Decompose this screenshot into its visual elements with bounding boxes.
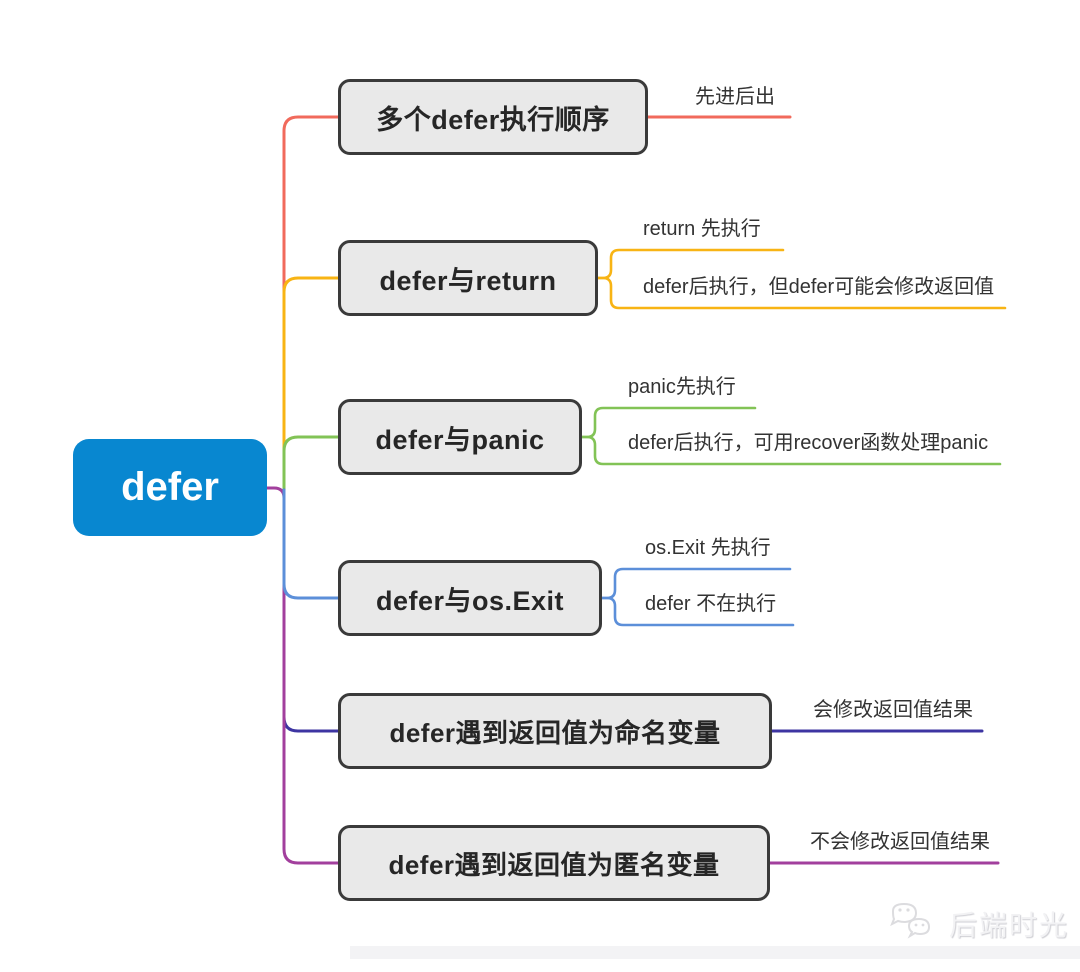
topic-defer-return[interactable]: defer与return bbox=[338, 240, 598, 316]
leaf-defer-after-may-modify-return[interactable]: defer后执行，但defer可能会修改返回值 bbox=[643, 276, 995, 298]
leaf-return-executes-first[interactable]: return 先执行 bbox=[643, 218, 761, 240]
leaf-osexit-executes-first[interactable]: os.Exit 先执行 bbox=[645, 537, 771, 559]
branch-line-defer-return bbox=[282, 276, 344, 492]
topic-defer-panic[interactable]: defer与panic bbox=[338, 399, 582, 475]
fork-return-defer-after bbox=[596, 276, 1007, 310]
topic-defer-order[interactable]: 多个defer执行顺序 bbox=[338, 79, 648, 155]
watermark-label: 后端时光 bbox=[949, 910, 1070, 941]
leaf-defer-after-recover-handles-panic[interactable]: defer后执行，可用recover函数处理panic bbox=[628, 432, 989, 454]
leaf-defer-not-executed[interactable]: defer 不在执行 bbox=[645, 593, 777, 615]
leaf-modifies-return-result[interactable]: 会修改返回值结果 bbox=[813, 699, 973, 721]
fork-osexit-defer-skip bbox=[600, 596, 795, 627]
leaf-first-in-last-out[interactable]: 先进后出 bbox=[695, 86, 775, 108]
leaf-panic-executes-first[interactable]: panic先执行 bbox=[628, 376, 736, 398]
branch-line-defer-anonymous-return bbox=[264, 486, 1000, 865]
watermark: 后端时光 bbox=[885, 898, 1075, 950]
topic-defer-anonymous-return[interactable]: defer遇到返回值为匿名变量 bbox=[338, 825, 770, 901]
topic-defer-os-exit[interactable]: defer与os.Exit bbox=[338, 560, 602, 636]
leaf-does-not-modify-return-result[interactable]: 不会修改返回值结果 bbox=[810, 831, 990, 853]
bottom-shade bbox=[350, 946, 1080, 959]
branch-line-defer-order bbox=[282, 115, 792, 492]
wechat-icon bbox=[890, 902, 931, 939]
branch-line-defer-os-exit bbox=[282, 488, 344, 600]
fork-panic-defer-after bbox=[580, 435, 1002, 466]
branch-line-defer-panic bbox=[282, 435, 344, 492]
root-topic-defer[interactable]: defer bbox=[73, 439, 267, 536]
topic-defer-named-return[interactable]: defer遇到返回值为命名变量 bbox=[338, 693, 772, 769]
